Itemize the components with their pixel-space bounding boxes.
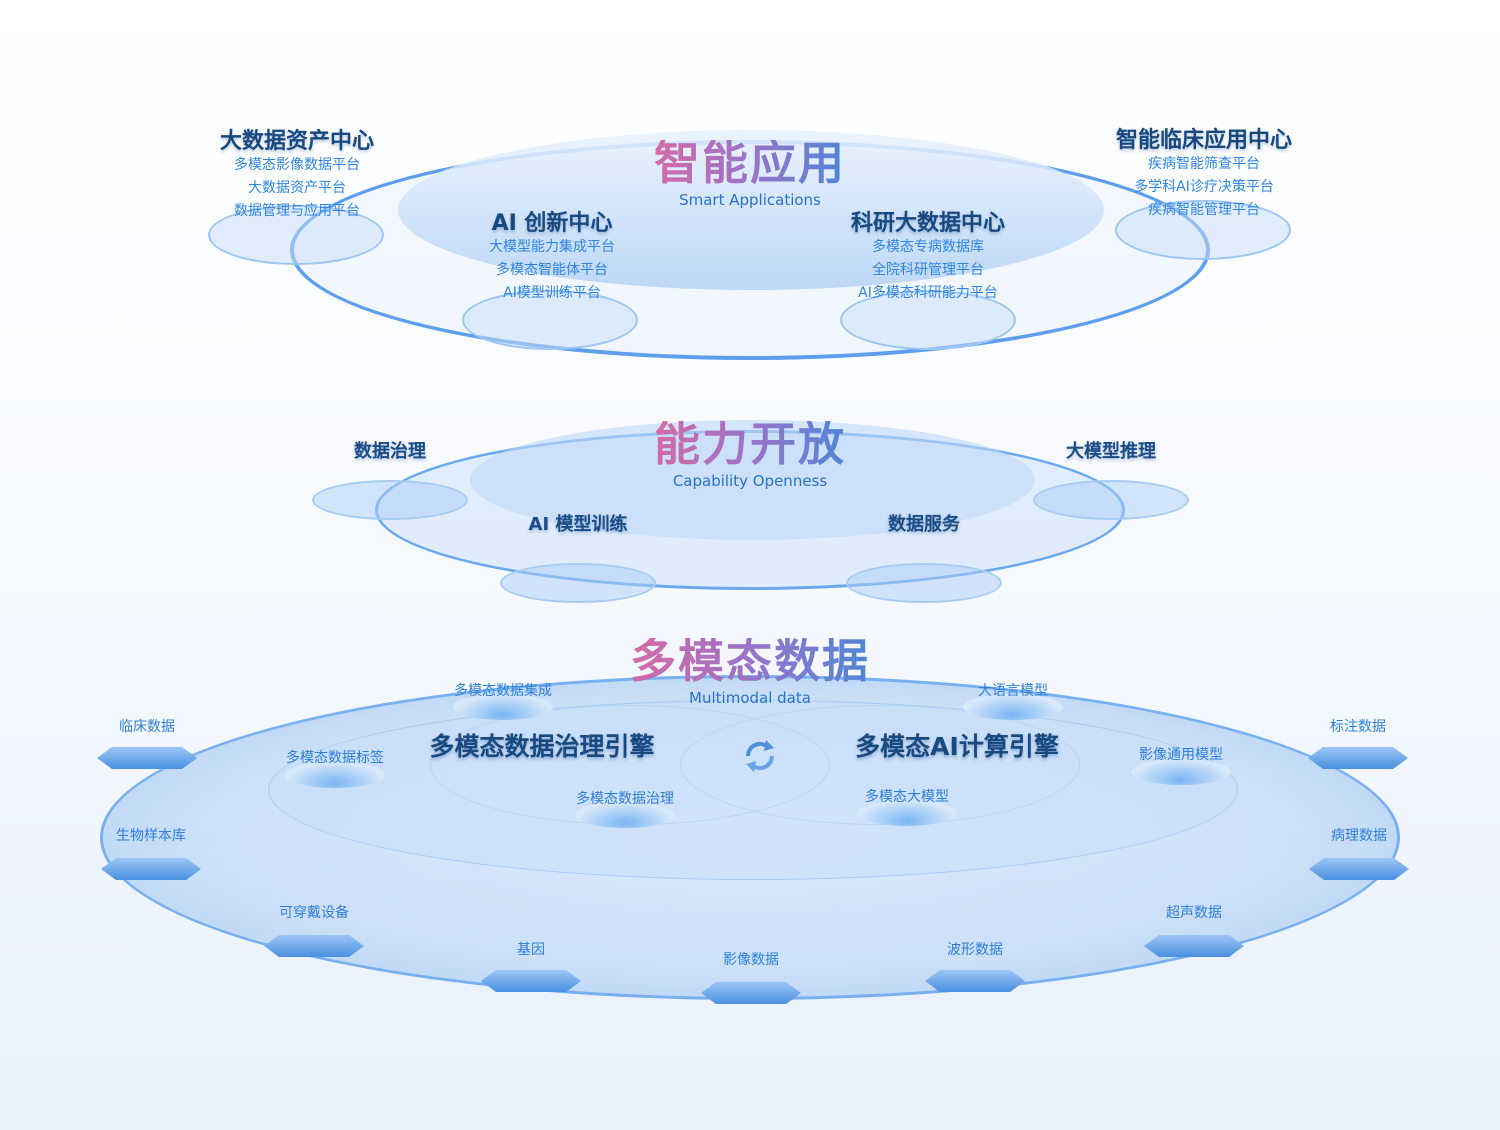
source-wearables[interactable]: 可穿戴设备 — [279, 905, 349, 921]
multimodal-data-subtitle: Multimodal data — [689, 689, 811, 707]
module-pad — [285, 762, 385, 788]
source-pedestal — [97, 747, 197, 769]
module-data-integration[interactable]: 多模态数据集成 — [454, 683, 552, 699]
pad — [1115, 200, 1291, 260]
platform-item[interactable]: 疾病智能筛查平台 — [1147, 156, 1260, 173]
pad — [1033, 480, 1189, 520]
platform-item[interactable]: 多学科AI诊疗决策平台 — [1134, 179, 1274, 196]
module-pad — [575, 802, 675, 828]
capability-data-service[interactable]: 数据服务 — [888, 514, 960, 535]
source-pathology-data[interactable]: 病理数据 — [1331, 828, 1387, 844]
source-pedestal — [701, 982, 801, 1004]
data-governance-engine[interactable]: 多模态数据治理引擎 — [429, 732, 655, 761]
smart-applications-title: 智能应用 — [654, 136, 846, 190]
group-research-big-data-center: 科研大数据中心 多模态专病数据库 全院科研管理平台 AI多模态科研能力平台 — [851, 211, 1005, 305]
module-data-governance[interactable]: 多模态数据治理 — [576, 791, 674, 807]
source-pedestal — [1308, 747, 1408, 769]
capability-llm-inference[interactable]: 大模型推理 — [1066, 441, 1156, 462]
module-data-labeling[interactable]: 多模态数据标签 — [286, 750, 384, 766]
source-pedestal — [1144, 935, 1244, 957]
source-genes[interactable]: 基因 — [517, 942, 545, 958]
pad — [846, 563, 1002, 603]
group-big-data-asset-center: 大数据资产中心 多模态影像数据平台 大数据资产平台 数据管理与应用平台 — [220, 129, 374, 223]
module-imaging-general-model[interactable]: 影像通用模型 — [1139, 747, 1223, 763]
source-pedestal — [481, 970, 581, 992]
module-multimodal-large-model[interactable]: 多模态大模型 — [865, 789, 949, 805]
source-pedestal — [925, 970, 1025, 992]
ai-compute-engine[interactable]: 多模态AI计算引擎 — [855, 732, 1059, 761]
pad — [312, 480, 468, 520]
group-title: 大数据资产中心 — [219, 129, 375, 154]
module-pad — [453, 694, 553, 720]
top-disc — [398, 130, 1104, 290]
source-ultrasound-data[interactable]: 超声数据 — [1166, 905, 1222, 921]
platform-item[interactable]: 大模型能力集成平台 — [489, 239, 615, 256]
group-ai-innovation-center: AI 创新中心 大模型能力集成平台 多模态智能体平台 AI模型训练平台 — [489, 211, 615, 305]
sync-arrows-icon — [745, 740, 775, 772]
capability-ai-model-training[interactable]: AI 模型训练 — [528, 514, 628, 535]
platform-item[interactable]: 多模态智能体平台 — [496, 262, 608, 279]
capability-openness-title: 能力开放 — [654, 417, 846, 471]
source-pedestal — [101, 858, 201, 880]
platform-item[interactable]: 全院科研管理平台 — [871, 262, 984, 279]
group-clinical-application-center: 智能临床应用中心 疾病智能筛查平台 多学科AI诊疗决策平台 疾病智能管理平台 — [1116, 128, 1292, 222]
module-llm[interactable]: 大语言模型 — [978, 683, 1048, 699]
group-title: AI 创新中心 — [491, 211, 613, 236]
pad — [208, 205, 384, 265]
smart-applications-subtitle: Smart Applications — [679, 191, 821, 209]
platform-item[interactable]: 大数据资产平台 — [247, 180, 346, 197]
source-pedestal — [264, 935, 364, 957]
source-biobank[interactable]: 生物样本库 — [116, 828, 186, 844]
platform-item[interactable]: 多模态影像数据平台 — [233, 157, 360, 174]
multimodal-data-title: 多模态数据 — [630, 634, 870, 688]
capability-data-governance[interactable]: 数据治理 — [354, 441, 426, 462]
source-annotation-data[interactable]: 标注数据 — [1330, 719, 1386, 735]
venn-right — [680, 705, 1080, 825]
source-imaging-data[interactable]: 影像数据 — [723, 952, 779, 968]
platform-item[interactable]: 疾病智能管理平台 — [1147, 202, 1260, 219]
pad — [462, 290, 638, 350]
module-pad — [857, 800, 957, 826]
platform-item[interactable]: 数据管理与应用平台 — [233, 203, 360, 220]
group-title: 智能临床应用中心 — [1115, 128, 1293, 153]
platform-item[interactable]: 多模态专病数据库 — [871, 239, 984, 256]
platform-item[interactable]: AI模型训练平台 — [503, 285, 601, 302]
middle-disc — [470, 420, 1035, 540]
module-pad — [963, 694, 1063, 720]
source-clinical-data[interactable]: 临床数据 — [119, 719, 175, 735]
pad — [500, 563, 656, 603]
platform-item[interactable]: AI多模态科研能力平台 — [858, 285, 998, 302]
pad — [840, 290, 1016, 350]
source-waveform-data[interactable]: 波形数据 — [947, 942, 1003, 958]
capability-openness-subtitle: Capability Openness — [672, 472, 828, 490]
source-pedestal — [1309, 858, 1409, 880]
group-title: 科研大数据中心 — [850, 211, 1006, 236]
module-pad — [1131, 759, 1231, 785]
